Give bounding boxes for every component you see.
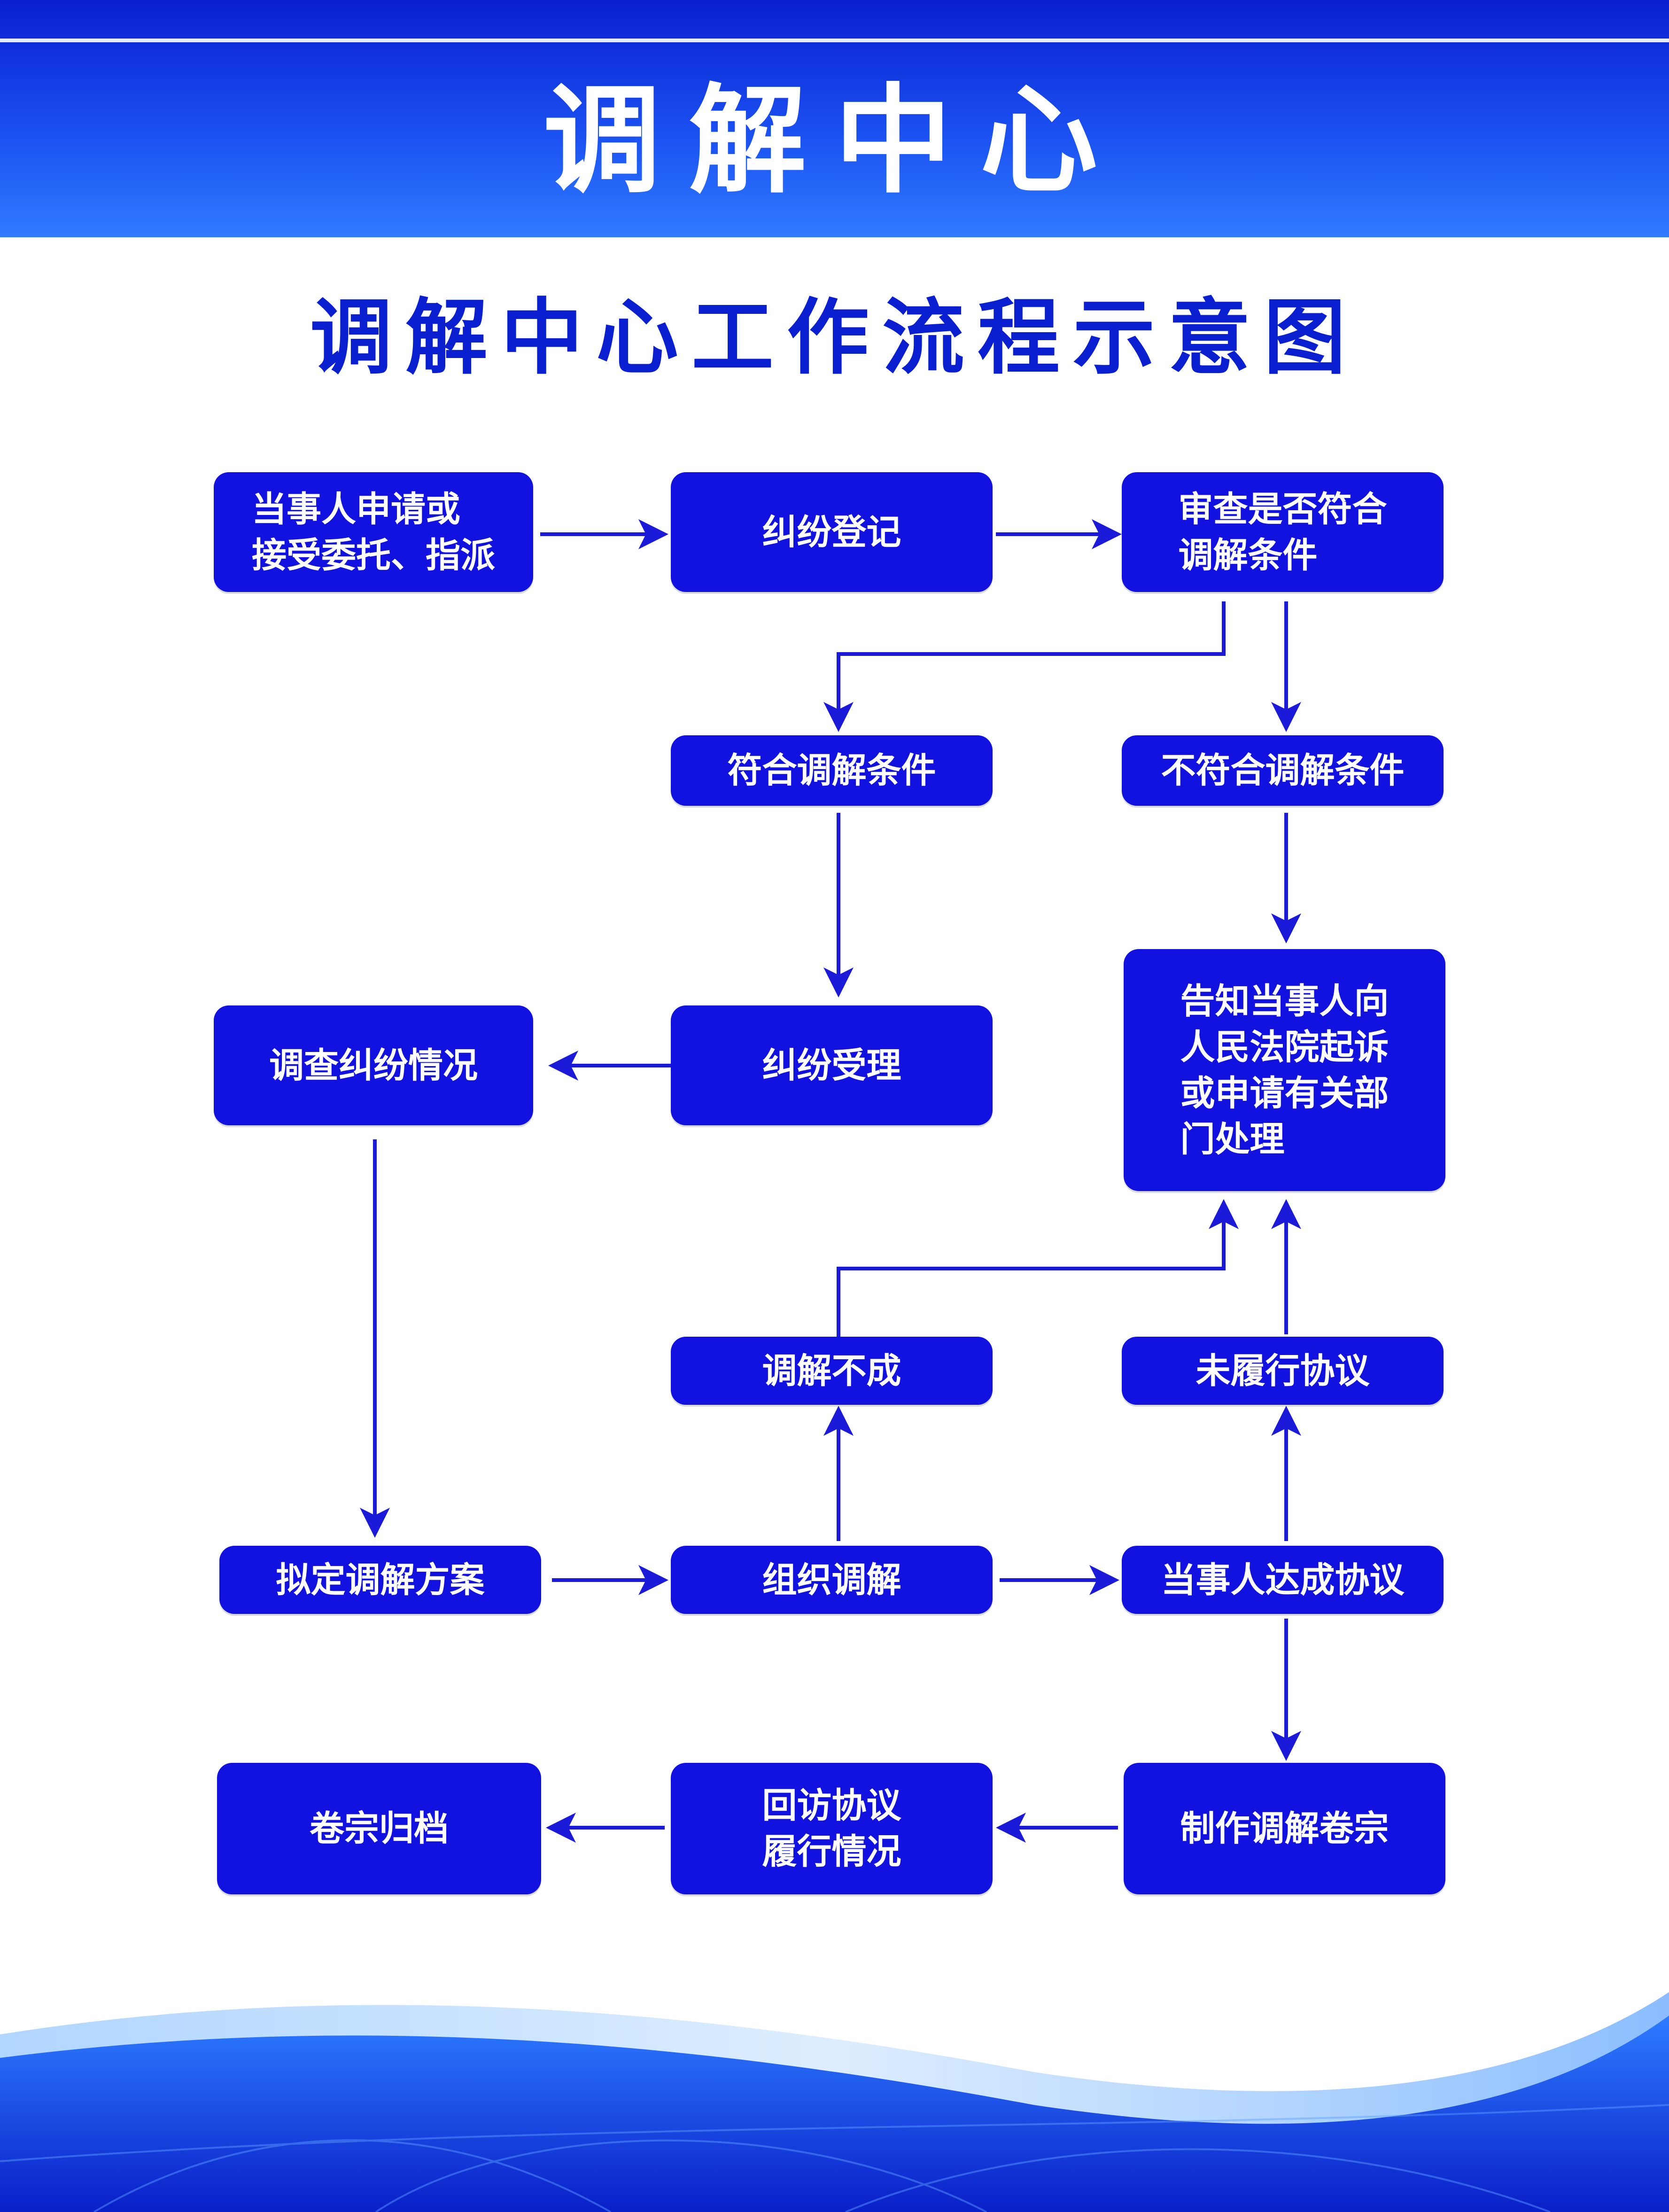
node-ineligible: 不符合调解条件 <box>1122 735 1444 806</box>
node-dossier-label: 制作调解卷宗 <box>1180 1808 1389 1849</box>
node-organize-label: 组织调解 <box>762 1559 901 1600</box>
arrow-fail-to-inform <box>837 1199 1239 1338</box>
node-investigate-label: 调查纠纷情况 <box>269 1045 478 1086</box>
node-accept: 纠纷受理 <box>671 1005 993 1125</box>
node-register-label: 纠纷登记 <box>762 512 901 553</box>
node-review-label: 审查是否符合 调解条件 <box>1178 489 1387 576</box>
node-plan: 拟定调解方案 <box>219 1546 541 1614</box>
node-apply-label: 当事人申请或 接受委托、指派 <box>252 489 495 576</box>
node-not-perform-label: 未履行协议 <box>1195 1350 1370 1391</box>
node-investigate: 调查纠纷情况 <box>214 1005 533 1125</box>
node-dossier: 制作调解卷宗 <box>1124 1763 1445 1894</box>
node-inform: 告知当事人向 人民法院起诉 或申请有关部 门处理 <box>1124 949 1445 1191</box>
node-ineligible-label: 不符合调解条件 <box>1161 750 1405 791</box>
node-fail-label: 调解不成 <box>762 1350 901 1391</box>
node-revisit: 回访协议 履行情况 <box>671 1763 993 1894</box>
footer-wave <box>0 1992 1669 2212</box>
node-revisit-label: 回访协议 履行情况 <box>762 1785 901 1872</box>
node-not-perform: 未履行协议 <box>1122 1337 1444 1405</box>
node-organize: 组织调解 <box>671 1546 993 1614</box>
node-plan-label: 拟定调解方案 <box>276 1559 485 1600</box>
diagram-title: 调解中心工作流程示意图 <box>310 290 1359 386</box>
node-archive-label: 卷宗归档 <box>310 1808 449 1849</box>
page-title: 调解中心 <box>543 72 1126 209</box>
node-archive: 卷宗归档 <box>217 1763 541 1894</box>
node-inform-label: 告知当事人向 人民法院起诉 或申请有关部 门处理 <box>1180 981 1389 1160</box>
node-eligible-label: 符合调解条件 <box>727 750 936 791</box>
node-review: 审查是否符合 调解条件 <box>1122 472 1444 592</box>
arrow-review-to-eligible <box>823 601 1226 732</box>
node-fail: 调解不成 <box>671 1337 993 1405</box>
node-agree: 当事人达成协议 <box>1122 1546 1444 1614</box>
node-eligible: 符合调解条件 <box>671 735 993 806</box>
node-accept-label: 纠纷受理 <box>762 1045 901 1086</box>
node-agree-label: 当事人达成协议 <box>1161 1559 1405 1600</box>
header-banner: 调解中心 <box>0 0 1669 237</box>
node-apply: 当事人申请或 接受委托、指派 <box>214 472 533 592</box>
header-divider <box>0 39 1669 42</box>
node-register: 纠纷登记 <box>671 472 993 592</box>
